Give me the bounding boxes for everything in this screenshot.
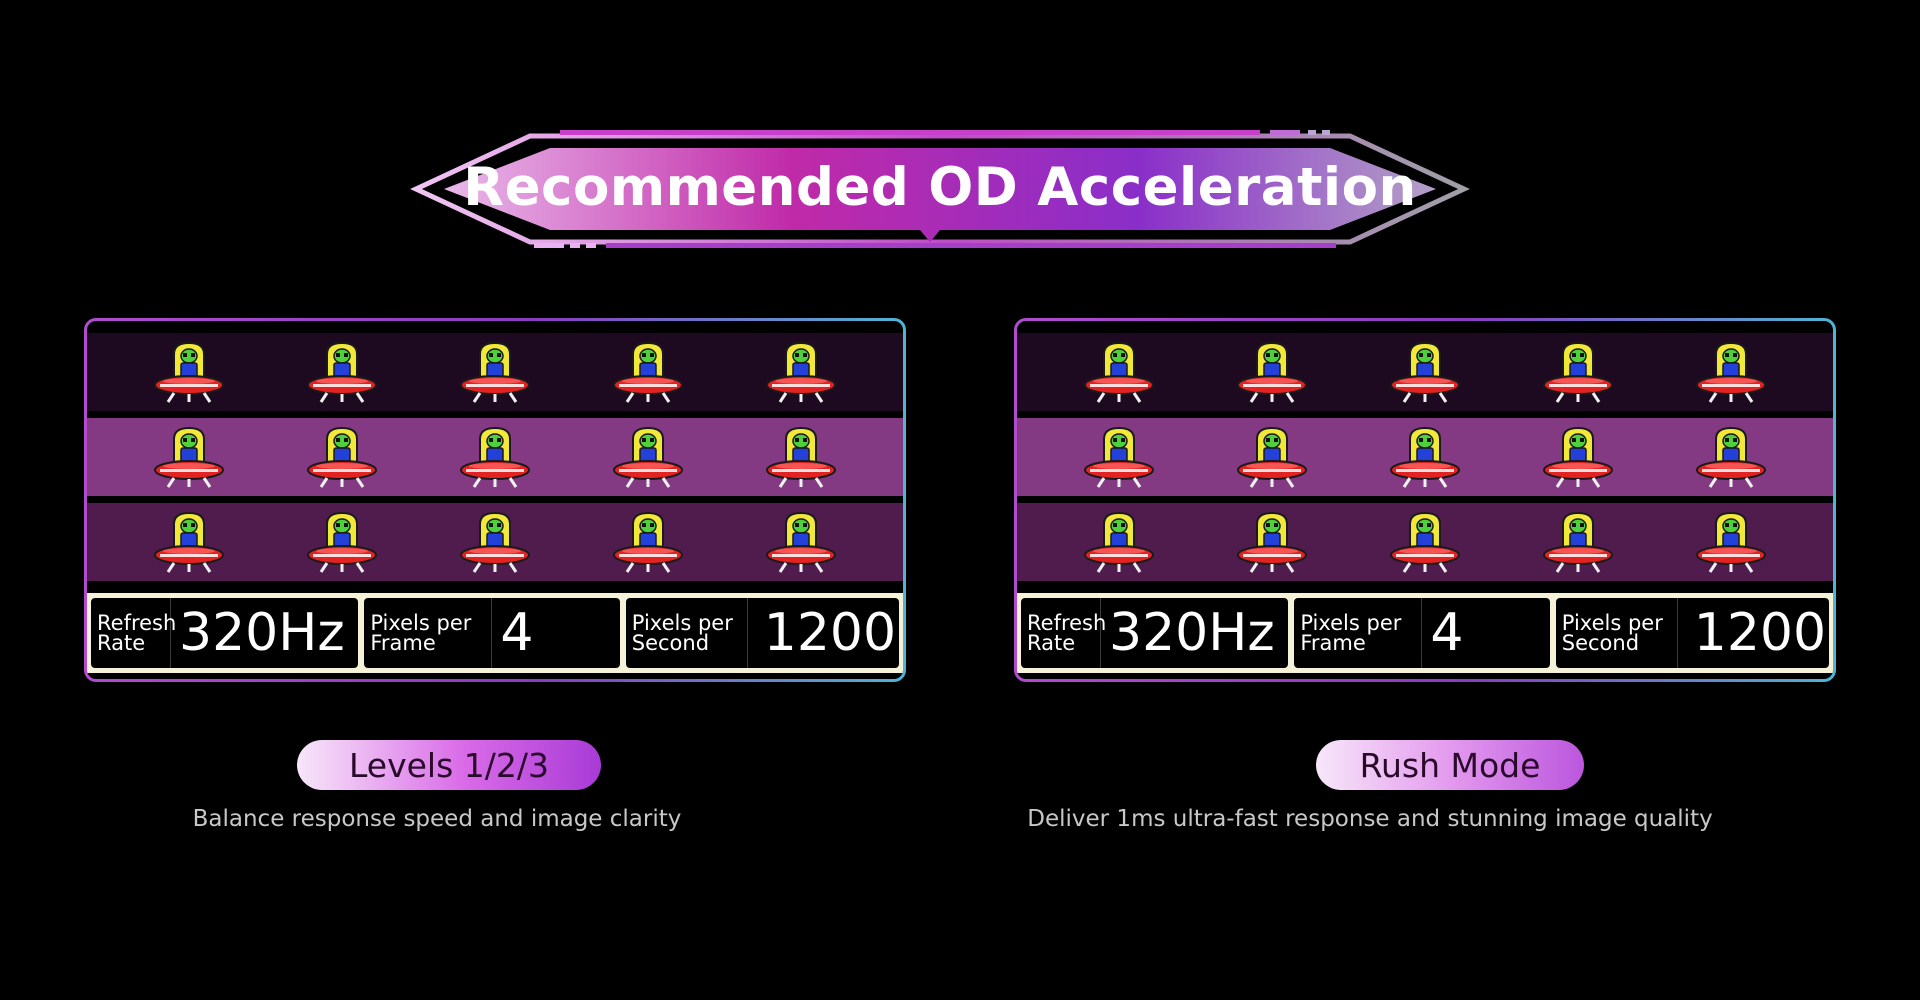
motion-row-2	[1017, 418, 1833, 496]
alien-ufo-icon	[307, 426, 378, 488]
motion-row-1	[87, 333, 903, 411]
alien-ufo-icon	[612, 511, 683, 573]
alien-ufo-icon	[1237, 341, 1308, 403]
alien-ufo-icon	[1084, 511, 1155, 573]
title-banner: Recommended OD Acceleration	[410, 130, 1470, 248]
alien-ufo-icon	[1389, 341, 1460, 403]
alien-ufo-icon	[765, 426, 836, 488]
alien-ufo-icon	[154, 341, 225, 403]
stat-value: 1200	[763, 603, 897, 663]
alien-ufo-icon	[1542, 426, 1613, 488]
mode-pill-levels: Levels 1/2/3	[297, 740, 601, 790]
motion-row-2	[87, 418, 903, 496]
stat-value: 4	[500, 603, 534, 663]
alien-ufo-icon	[612, 341, 683, 403]
alien-ufo-icon	[459, 511, 530, 573]
alien-ufo-icon	[612, 426, 683, 488]
alien-ufo-icon	[1084, 341, 1155, 403]
alien-ufo-icon	[154, 511, 225, 573]
stat-value: 1200	[1693, 603, 1827, 663]
alien-ufo-icon	[1695, 341, 1766, 403]
mode-description: Deliver 1ms ultra-fast response and stun…	[1027, 806, 1713, 832]
motion-row-3	[87, 503, 903, 581]
stat-value: 320Hz	[179, 603, 345, 663]
alien-ufo-icon	[1695, 511, 1766, 573]
alien-ufo-icon	[1389, 426, 1460, 488]
mode-description: Balance response speed and image clarity	[192, 806, 682, 832]
stat-value: 320Hz	[1109, 603, 1275, 663]
mode-pill-rush: Rush Mode	[1316, 740, 1584, 790]
stat-value: 4	[1430, 603, 1464, 663]
alien-ufo-icon	[1084, 426, 1155, 488]
alien-ufo-icon	[307, 511, 378, 573]
alien-ufo-icon	[765, 511, 836, 573]
alien-ufo-icon	[154, 426, 225, 488]
banner-title: Recommended OD Acceleration	[463, 156, 1417, 218]
alien-ufo-icon	[1237, 426, 1308, 488]
motion-row-3	[1017, 503, 1833, 581]
alien-ufo-icon	[765, 341, 836, 403]
alien-ufo-icon	[459, 341, 530, 403]
alien-ufo-icon	[1695, 426, 1766, 488]
alien-ufo-icon	[1542, 341, 1613, 403]
motion-row-1	[1017, 333, 1833, 411]
alien-ufo-icon	[307, 341, 378, 403]
alien-ufo-icon	[1237, 511, 1308, 573]
alien-ufo-icon	[1389, 511, 1460, 573]
alien-ufo-icon	[459, 426, 530, 488]
alien-ufo-icon	[1542, 511, 1613, 573]
banner-frame	[410, 130, 1470, 248]
